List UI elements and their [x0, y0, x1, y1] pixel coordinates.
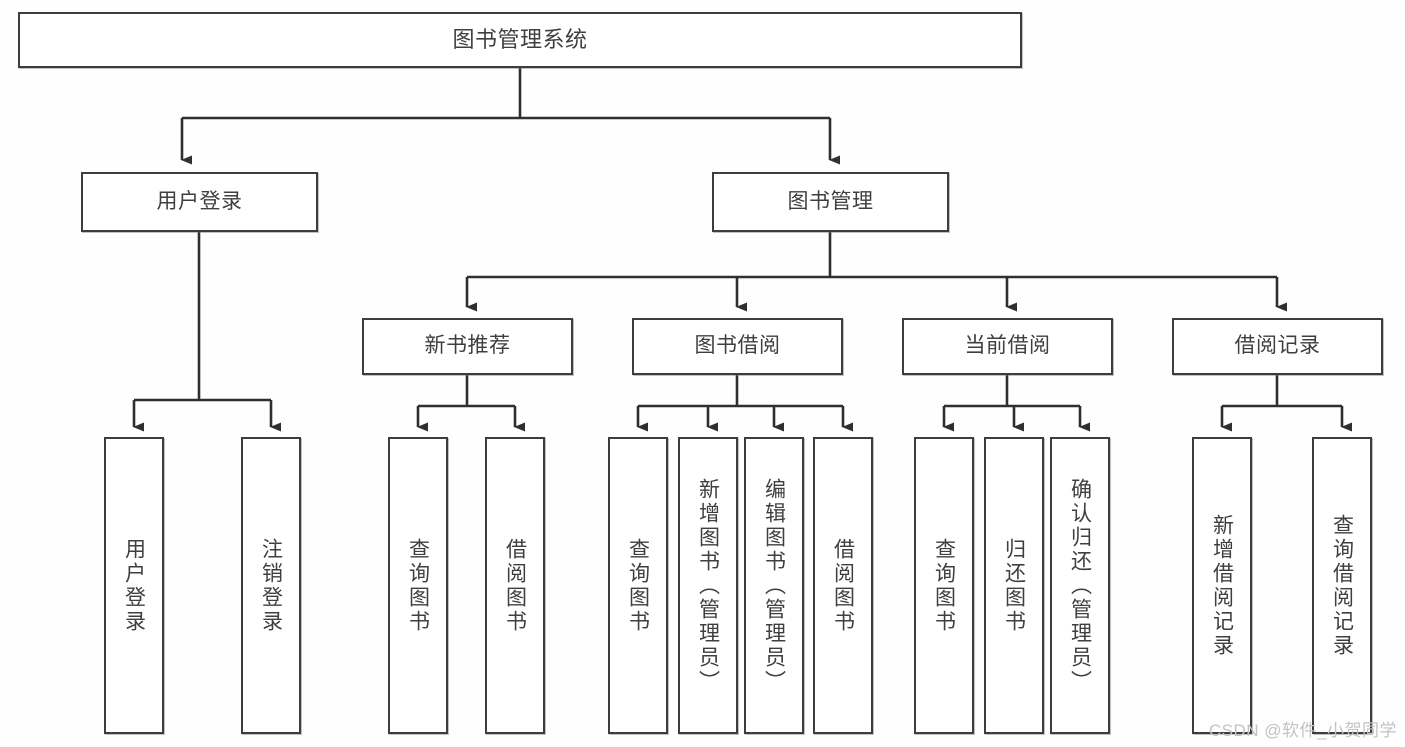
node-leaf-borrow-book-2[interactable]: 借阅图书	[813, 437, 873, 734]
csdn-watermark: CSDN @软件_小贺同学	[1208, 721, 1397, 740]
node-label: 查询图书	[626, 537, 650, 634]
node-leaf-borrow-book-1[interactable]: 借阅图书	[485, 437, 545, 734]
node-book-manage[interactable]: 图书管理	[712, 172, 949, 232]
node-leaf-add-book-admin[interactable]: 新增图书（管理员）	[678, 437, 738, 734]
node-leaf-user-login[interactable]: 用户登录	[104, 437, 164, 734]
node-book-borrow[interactable]: 图书借阅	[632, 318, 843, 375]
node-label: 归还图书	[1002, 537, 1026, 634]
node-new-book-recommend[interactable]: 新书推荐	[362, 318, 573, 375]
node-user-login[interactable]: 用户登录	[81, 172, 318, 232]
node-label: 查询借阅记录	[1330, 513, 1354, 658]
node-label: 当前借阅	[964, 334, 1051, 358]
node-label: 注销登录	[259, 537, 283, 634]
node-label: 确认归还（管理员）	[1068, 477, 1092, 694]
node-leaf-return-book[interactable]: 归还图书	[984, 437, 1044, 734]
node-label: 新增借阅记录	[1210, 513, 1234, 658]
node-label: 新书推荐	[424, 334, 511, 358]
node-leaf-add-borrow-record[interactable]: 新增借阅记录	[1192, 437, 1252, 734]
node-leaf-confirm-return-admin[interactable]: 确认归还（管理员）	[1050, 437, 1110, 734]
node-current-borrow[interactable]: 当前借阅	[902, 318, 1113, 375]
node-leaf-query-borrow-record[interactable]: 查询借阅记录	[1312, 437, 1372, 734]
node-leaf-query-book-2[interactable]: 查询图书	[608, 437, 668, 734]
node-label: 图书管理	[787, 189, 874, 213]
node-label: 查询图书	[932, 537, 956, 634]
node-leaf-edit-book-admin[interactable]: 编辑图书（管理员）	[744, 437, 804, 734]
node-label: 借阅图书	[831, 537, 855, 634]
node-leaf-query-book-1[interactable]: 查询图书	[388, 437, 448, 734]
node-label: 用户登录	[122, 537, 146, 634]
node-leaf-query-book-3[interactable]: 查询图书	[914, 437, 974, 734]
node-label: 借阅记录	[1234, 334, 1321, 358]
node-label: 查询图书	[406, 537, 430, 634]
node-borrow-record[interactable]: 借阅记录	[1172, 318, 1383, 375]
node-label: 新增图书（管理员）	[696, 477, 720, 694]
node-label: 借阅图书	[503, 537, 527, 634]
node-label: 编辑图书（管理员）	[762, 477, 786, 694]
node-label: 图书借阅	[694, 334, 781, 358]
node-root-system[interactable]: 图书管理系统	[18, 12, 1022, 68]
node-label: 用户登录	[156, 189, 243, 213]
node-leaf-logout-login[interactable]: 注销登录	[241, 437, 301, 734]
node-label: 图书管理系统	[452, 27, 588, 53]
